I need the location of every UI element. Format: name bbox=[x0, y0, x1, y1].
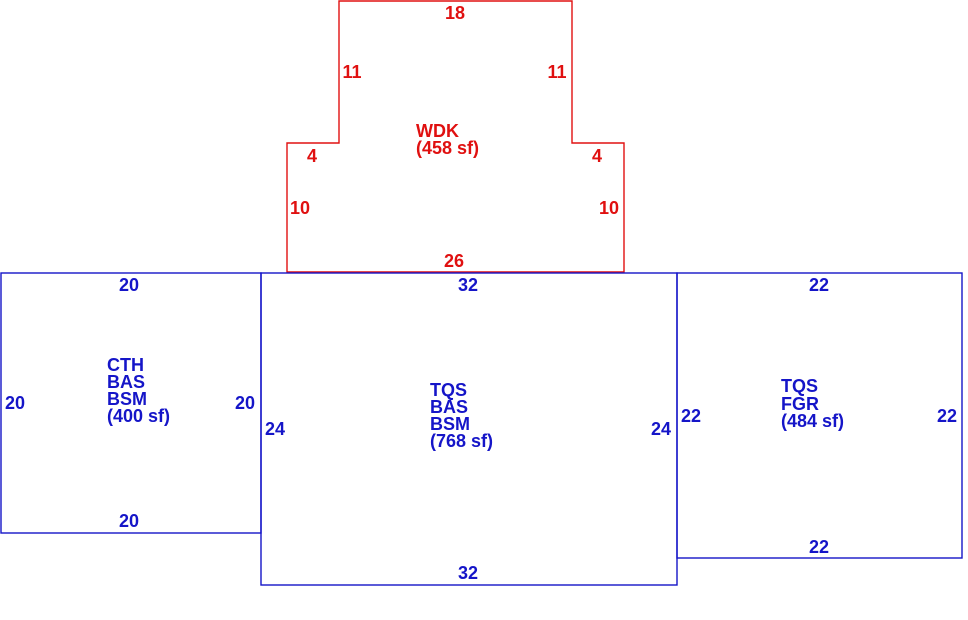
wdk-dim-upper-left: 11 bbox=[342, 62, 361, 82]
left-dim-top: 20 bbox=[119, 275, 139, 295]
left-area-label: (400 sf) bbox=[107, 406, 170, 426]
left-dim-bottom: 20 bbox=[119, 511, 139, 531]
wdk-dim-lower-left: 10 bbox=[290, 198, 310, 218]
left-code-label-1: CTH bbox=[107, 355, 144, 375]
right-section-outline bbox=[676, 272, 963, 559]
wdk-dim-upper-right: 11 bbox=[547, 62, 566, 82]
center-code-label-2: BAS bbox=[430, 397, 468, 417]
right-code-label-2: FGR bbox=[781, 394, 819, 414]
right-dim-right: 22 bbox=[937, 406, 957, 426]
wdk-area-label: (458 sf) bbox=[416, 138, 479, 158]
wdk-dim-bottom: 26 bbox=[444, 251, 464, 271]
right-dim-top: 22 bbox=[809, 275, 829, 295]
wdk-dim-top: 18 bbox=[445, 3, 465, 23]
right-area-label: (484 sf) bbox=[781, 411, 844, 431]
center-area-label: (768 sf) bbox=[430, 431, 493, 451]
wdk-dim-lower-right: 10 bbox=[599, 198, 619, 218]
left-code-label-2: BAS bbox=[107, 372, 145, 392]
right-code-label-1: TQS bbox=[781, 376, 818, 396]
wood-deck-outline bbox=[286, 0, 625, 273]
wdk-dim-step-left: 4 bbox=[307, 146, 317, 166]
left-code-label-3: BSM bbox=[107, 389, 147, 409]
center-dim-right: 24 bbox=[651, 419, 671, 439]
center-code-label-3: BSM bbox=[430, 414, 470, 434]
right-dim-left: 22 bbox=[681, 406, 701, 426]
center-code-label-1: TQS bbox=[430, 380, 467, 400]
center-dim-left: 24 bbox=[265, 419, 285, 439]
left-dim-left: 20 bbox=[5, 393, 25, 413]
wdk-dim-step-right: 4 bbox=[592, 146, 602, 166]
wdk-code-label: WDK bbox=[416, 121, 459, 141]
center-dim-top: 32 bbox=[458, 275, 478, 295]
left-dim-right: 20 bbox=[235, 393, 255, 413]
center-dim-bottom: 32 bbox=[458, 563, 478, 583]
right-dim-bottom: 22 bbox=[809, 537, 829, 557]
